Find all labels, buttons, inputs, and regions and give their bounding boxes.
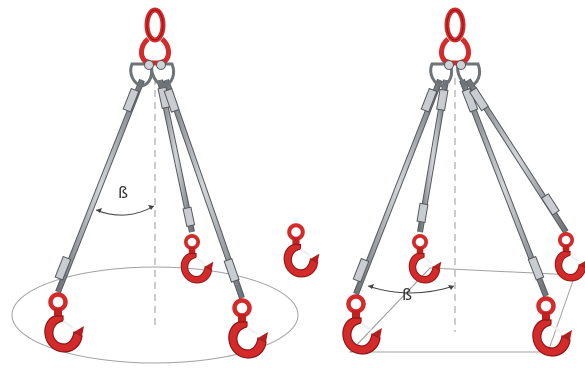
hook (533, 299, 572, 357)
rope-leg (465, 78, 569, 234)
load-ellipse (11, 266, 299, 364)
hook (553, 232, 585, 283)
angle-label: ß (118, 183, 128, 202)
left-sling: ß (11, 10, 299, 364)
hook (229, 301, 268, 359)
hook (45, 295, 84, 353)
rope-leg (416, 79, 449, 233)
hook (407, 234, 444, 285)
rope-leg (163, 79, 245, 299)
swivel-hook (284, 225, 319, 277)
rope-leg (459, 78, 549, 298)
angle-arc (367, 285, 455, 294)
master-link (441, 10, 468, 70)
angle-arc (95, 205, 155, 216)
angle-label: ß (402, 285, 412, 304)
hook (179, 234, 216, 285)
right-sling: ß (343, 10, 585, 356)
master-link (141, 10, 168, 70)
rope-leg (352, 78, 443, 296)
rope-leg (54, 78, 145, 294)
